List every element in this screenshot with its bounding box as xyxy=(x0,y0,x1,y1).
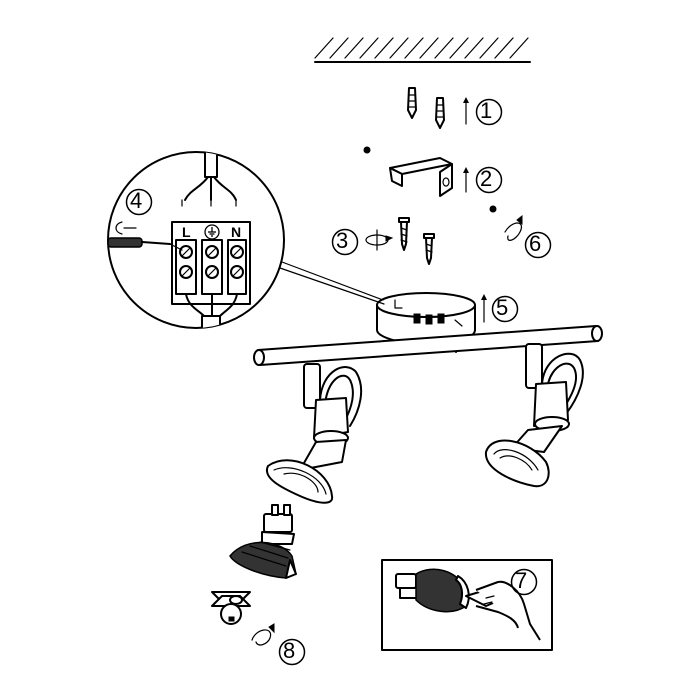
step-number-5: 5 xyxy=(496,295,509,320)
ground-icon xyxy=(204,224,220,240)
rotation-arrow-icon xyxy=(504,214,523,241)
gu10-bulb xyxy=(229,504,297,579)
wiring-detail xyxy=(107,151,285,329)
terminal-label-live: L xyxy=(182,224,191,240)
step-number-4: 4 xyxy=(130,188,143,213)
step-badge-4 xyxy=(125,188,153,216)
step-badge-1 xyxy=(475,98,503,126)
step-number-1: 1 xyxy=(480,98,493,123)
grub-screw xyxy=(489,205,497,213)
step-badge-3 xyxy=(331,228,359,256)
step-number-8: 8 xyxy=(283,638,296,663)
rotation-arrow-icon xyxy=(115,221,123,235)
step-badge-2 xyxy=(475,166,503,194)
step-number-2: 2 xyxy=(480,166,493,191)
light-bar xyxy=(253,325,603,366)
screw-right xyxy=(423,233,435,265)
step-badge-5 xyxy=(491,295,519,323)
wall-plug-right xyxy=(435,97,445,129)
spotlight-right xyxy=(484,343,584,488)
ceiling-canopy xyxy=(376,292,476,353)
rotation-arrow-icon xyxy=(251,623,275,646)
step-badge-6 xyxy=(524,231,552,259)
step-number-6: 6 xyxy=(529,231,542,256)
rotation-arrow-icon xyxy=(365,229,394,251)
step-badge-8 xyxy=(278,638,306,666)
terminal-label-neutral: N xyxy=(231,224,242,240)
step-number-3: 3 xyxy=(336,228,349,253)
mounting-bracket xyxy=(389,157,453,197)
bulb-handling-inset xyxy=(381,559,553,651)
step-number-7: 7 xyxy=(515,568,528,593)
wall-plug-left xyxy=(407,87,417,119)
screw-left xyxy=(398,217,410,251)
step-badge-7 xyxy=(510,568,538,596)
spotlight-left xyxy=(265,363,363,504)
ceiling xyxy=(314,37,531,63)
screwdriver-icon xyxy=(107,237,183,251)
nut-small xyxy=(363,146,371,154)
detail-callout xyxy=(279,261,385,305)
bulb-removal xyxy=(211,591,251,625)
